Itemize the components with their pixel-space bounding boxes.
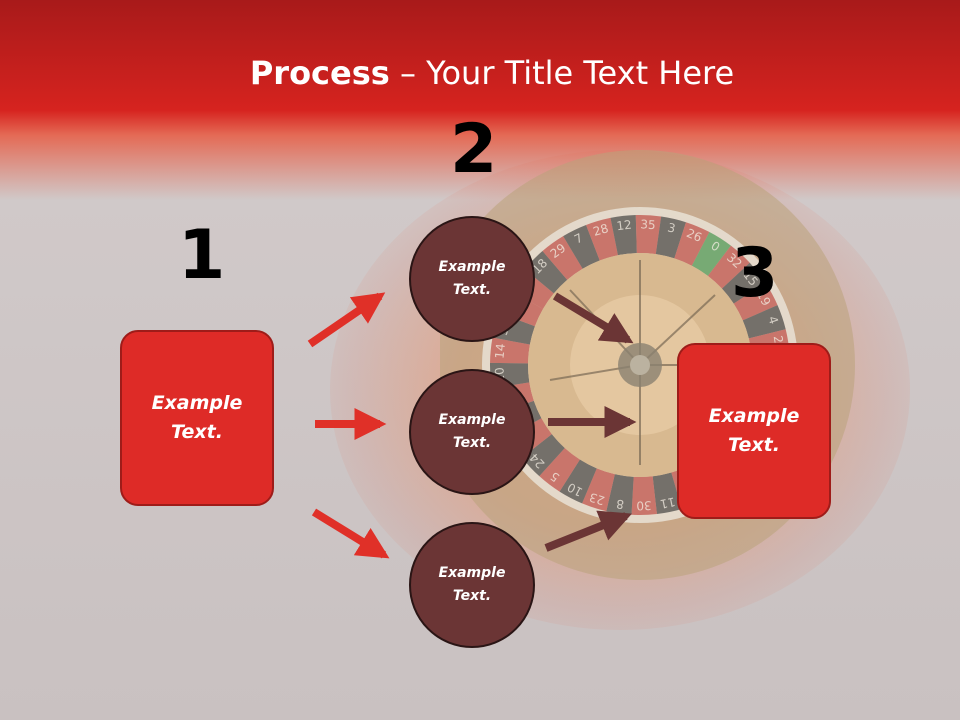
wheel-pocket: [559, 459, 597, 504]
wheel-pocket: [542, 236, 583, 280]
wheel-number: 10: [565, 480, 585, 499]
wheel-number: 4: [765, 314, 781, 326]
wheel-pocket: [586, 217, 618, 261]
step-1-text: Example Text.: [151, 392, 243, 443]
wheel-number: 11: [659, 494, 677, 511]
step-3-number: 3: [731, 234, 779, 313]
wheel-pocket: [635, 215, 662, 255]
wheel-pocket: [524, 251, 568, 294]
wheel-pocket: [606, 474, 634, 515]
step-2-text-top: Example Text.: [438, 259, 506, 298]
wheel-number: 19: [754, 288, 774, 308]
wheel-pocket: [707, 245, 750, 289]
wheel-pocket: [631, 476, 657, 515]
wheel-pocket: [582, 468, 615, 512]
wheel-pocket: [539, 448, 580, 492]
wheel-pocket: [610, 215, 637, 256]
wheel-pocket: [721, 262, 766, 304]
step-2-circle-bottom: Example Text.: [409, 522, 535, 648]
arrow-2c-to-3: [544, 510, 632, 552]
step-2-text-bottom: Example Text.: [438, 565, 506, 604]
title-rest: – Your Title Text Here: [389, 54, 735, 92]
arrow-1-to-2a: [307, 292, 386, 348]
wheel-pocket: [490, 337, 530, 364]
wheel-pocket: [652, 472, 682, 515]
wheel-pocket: [742, 305, 786, 339]
wheel-pocket: [521, 434, 565, 477]
header-band: [0, 0, 960, 200]
wheel-pocket: [691, 232, 731, 276]
step-2-circle-middle: Example Text.: [409, 369, 535, 495]
step-3-box: Example Text.: [677, 343, 831, 519]
step-2-circle-top: Example Text.: [409, 216, 535, 342]
title-bold: Process: [249, 54, 390, 92]
wheel-number: 26: [684, 226, 704, 245]
wheel-pocket: [655, 216, 686, 259]
wheel-number: 28: [591, 221, 610, 239]
wheel-number: 8: [615, 497, 625, 512]
wheel-number: 3: [666, 220, 677, 235]
page-title: Process – Your Title Text Here: [0, 54, 960, 92]
wheel-pocket: [733, 282, 778, 321]
step-1-number: 1: [178, 216, 226, 295]
arrow-2a-to-3: [552, 292, 634, 344]
wheel-number: 35: [640, 217, 656, 232]
wheel-number: 30: [636, 498, 652, 512]
wheel-number: 14: [492, 343, 507, 360]
wheel-number: 23: [588, 490, 607, 508]
wheel-number: 12: [616, 218, 633, 234]
step-1-box: Example Text.: [120, 330, 274, 506]
step-2-text-middle: Example Text.: [438, 412, 506, 451]
step-3-text: Example Text.: [708, 405, 800, 456]
step-2-number: 2: [450, 110, 498, 189]
wheel-pocket: [563, 225, 600, 269]
arrow-1-to-2c: [311, 508, 390, 559]
wheel-pocket: [674, 222, 710, 266]
